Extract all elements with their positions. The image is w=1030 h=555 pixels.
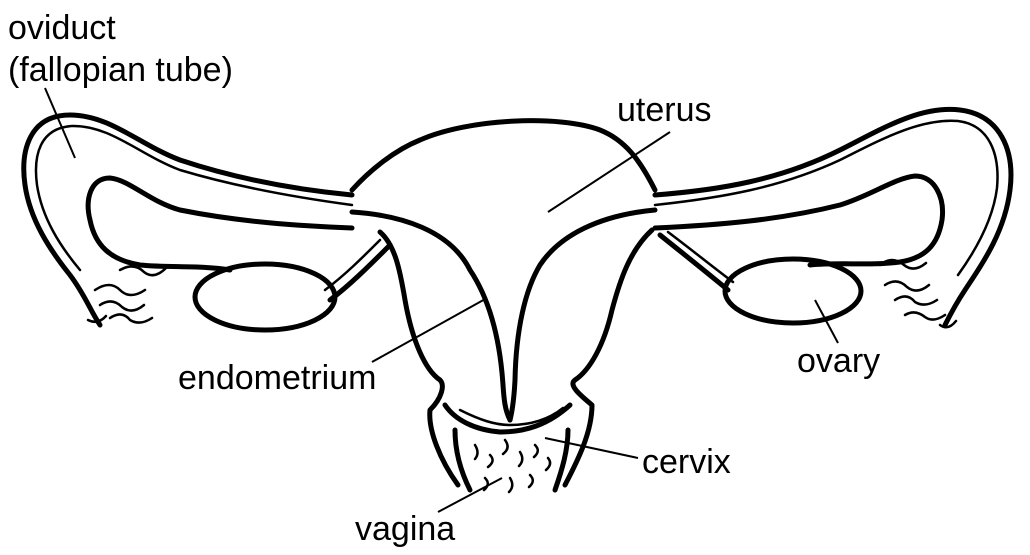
label-endometrium: endometrium bbox=[178, 360, 376, 396]
right-ovary bbox=[725, 259, 861, 323]
uterine-cavity-right bbox=[510, 210, 655, 420]
left-oviduct-outer bbox=[24, 115, 352, 325]
leader-uterus bbox=[548, 132, 670, 212]
left-ovary bbox=[195, 264, 335, 330]
right-fimbriae bbox=[880, 260, 956, 327]
label-cervix: cervix bbox=[642, 444, 731, 480]
left-ovarian-ligament bbox=[330, 245, 390, 300]
left-fimbriae bbox=[88, 266, 166, 322]
label-oviduct: oviduct bbox=[8, 10, 116, 46]
uterus-fundus bbox=[352, 121, 655, 190]
right-oviduct-inner bbox=[655, 121, 998, 275]
uterus-left-wall bbox=[380, 232, 458, 485]
right-oviduct-outer bbox=[655, 109, 1011, 325]
uterus-right-wall bbox=[565, 230, 652, 485]
right-ovarian-ligament bbox=[660, 235, 728, 290]
leader-endometrium bbox=[372, 298, 487, 362]
left-oviduct-inner bbox=[36, 126, 352, 270]
label-fallopian-tube: (fallopian tube) bbox=[8, 52, 233, 88]
leader-vagina bbox=[438, 478, 502, 512]
label-vagina: vagina bbox=[355, 511, 455, 547]
right-ligament-inner bbox=[668, 232, 733, 282]
label-uterus: uterus bbox=[617, 92, 712, 128]
label-ovary: ovary bbox=[797, 343, 880, 379]
leader-cervix bbox=[545, 438, 638, 458]
vaginal-rugae bbox=[475, 440, 550, 492]
leader-oviduct bbox=[45, 88, 75, 158]
